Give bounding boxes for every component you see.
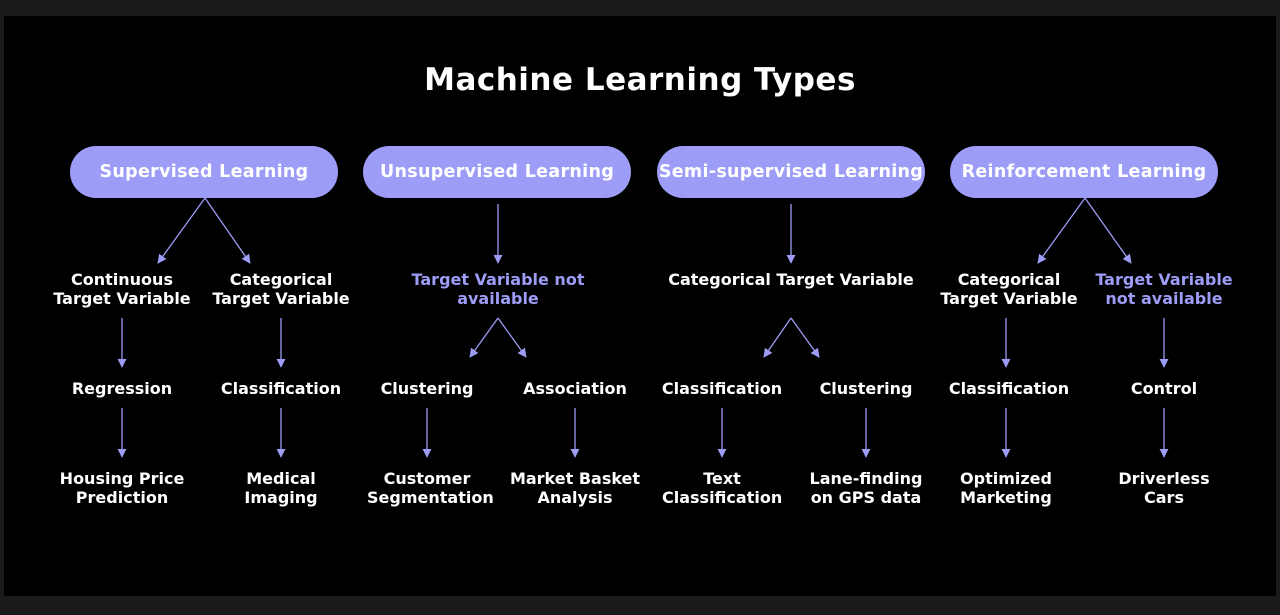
arrow-reinforcement-to-not-available (1084, 197, 1132, 264)
arrow-reinforcement-to-categorical (1037, 197, 1086, 264)
arrow-supervised-to-categorical (204, 197, 251, 264)
node-lane-finding: Lane-finding on GPS data (809, 469, 923, 507)
node-continuous-target: Continuous Target Variable (53, 270, 191, 308)
node-rl-target-not-available: Target Variable not available (1095, 270, 1233, 308)
arrow-target-to-classification (763, 317, 792, 358)
pill-semi-supervised-learning: Semi-supervised Learning (657, 146, 925, 198)
arrow-supervised-to-continuous (157, 197, 206, 264)
pill-reinforcement-learning: Reinforcement Learning (950, 146, 1218, 198)
pill-supervised-learning: Supervised Learning (70, 146, 338, 198)
node-optimized-marketing: Optimized Marketing (960, 469, 1052, 507)
node-clustering: Clustering (380, 379, 474, 398)
node-control: Control (1130, 379, 1198, 398)
node-rl-classification: Classification (948, 379, 1070, 398)
node-semi-classification: Classification (661, 379, 783, 398)
node-medical-imaging: Medical Imaging (244, 469, 318, 507)
node-regression: Regression (71, 379, 173, 398)
node-driverless-cars: Driverless Cars (1118, 469, 1210, 507)
node-association: Association (523, 379, 627, 398)
node-categorical-target: Categorical Target Variable (212, 270, 350, 308)
node-target-not-available: Target Variable not available (411, 270, 585, 308)
node-customer-segmentation: Customer Segmentation (367, 469, 494, 507)
pill-unsupervised-learning: Unsupervised Learning (363, 146, 631, 198)
node-market-basket-analysis: Market Basket Analysis (509, 469, 641, 507)
node-semi-categorical-target: Categorical Target Variable (668, 270, 914, 289)
node-classification: Classification (220, 379, 342, 398)
arrow-target-to-association (497, 317, 527, 358)
node-semi-clustering: Clustering (819, 379, 913, 398)
node-housing-price-prediction: Housing Price Prediction (59, 469, 185, 507)
diagram-title: Machine Learning Types (424, 62, 856, 98)
arrow-target-to-clustering-semi (790, 317, 820, 358)
node-rl-categorical-target: Categorical Target Variable (940, 270, 1078, 308)
node-text-classification: Text Classification (662, 469, 783, 507)
diagram-canvas (4, 16, 1276, 596)
arrow-target-to-clustering (469, 317, 499, 358)
